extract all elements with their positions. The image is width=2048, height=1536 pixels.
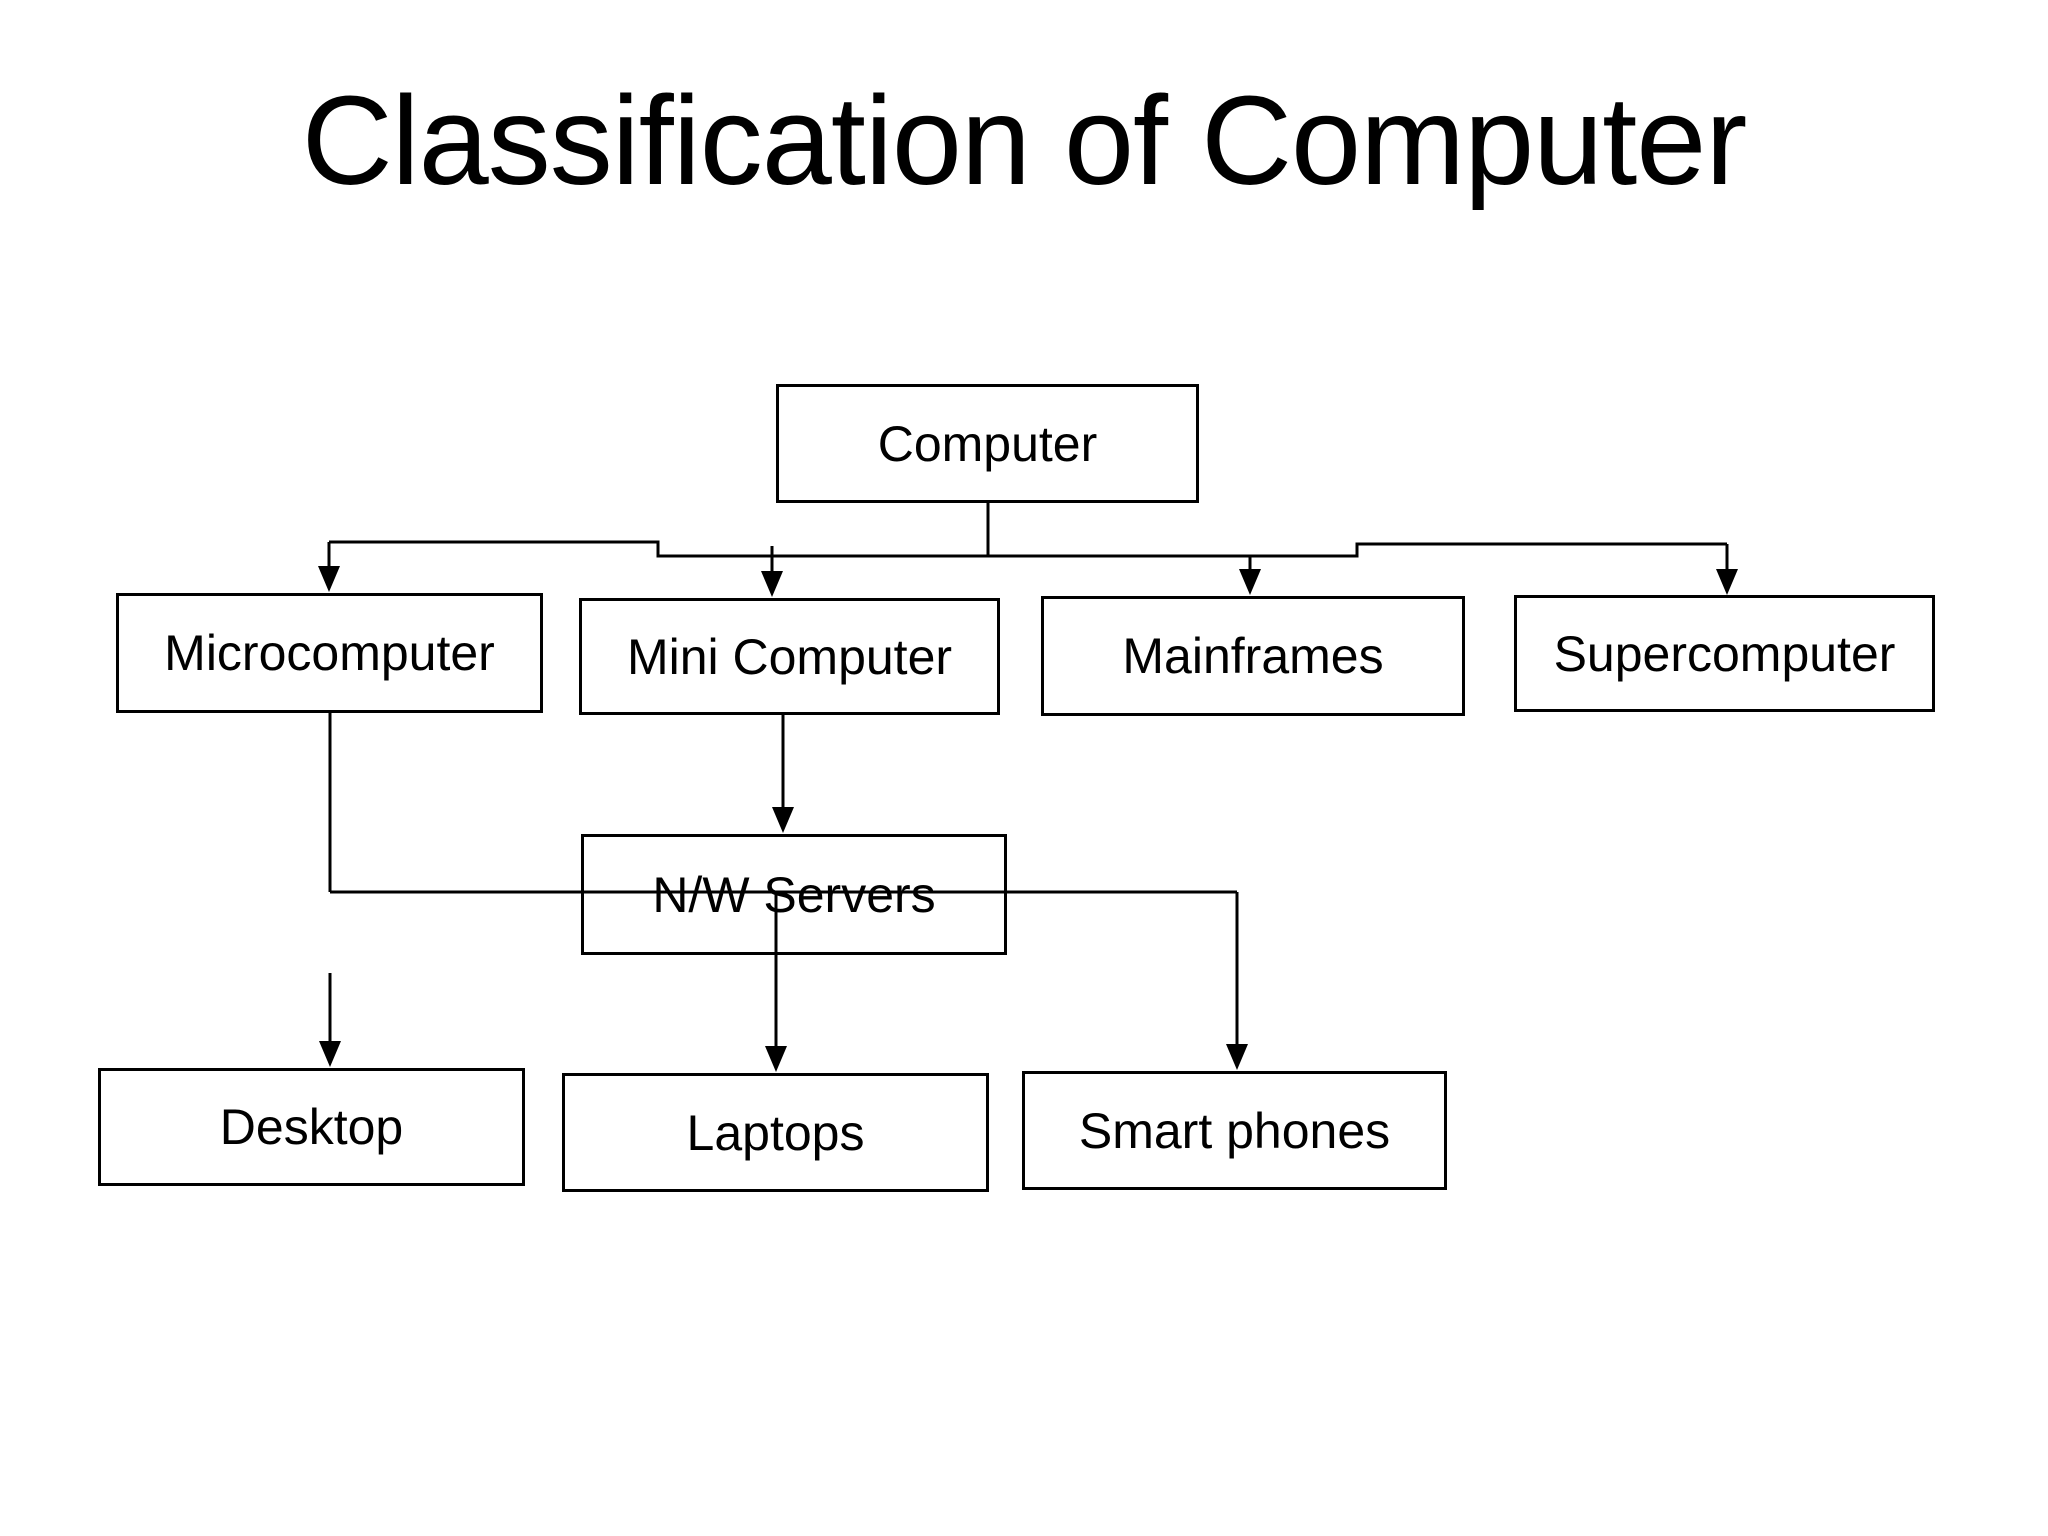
node-mainframes: Mainframes: [1041, 596, 1465, 716]
arrowhead-mini-computer: [761, 571, 783, 597]
node-microcomputer-label: Microcomputer: [164, 625, 495, 681]
arrowhead-nw-servers: [772, 807, 794, 833]
node-mainframes-label: Mainframes: [1122, 628, 1384, 684]
arrowhead-microcomputer: [318, 566, 340, 592]
node-mini-computer-label: Mini Computer: [626, 628, 953, 685]
node-nw-servers-label: N/W Servers: [652, 866, 936, 923]
node-smart-phones: Smart phones: [1022, 1071, 1447, 1190]
node-supercomputer-label: Supercomputer: [1553, 625, 1896, 682]
arrowhead-desktop: [319, 1041, 341, 1067]
node-desktop-label: Desktop: [219, 1099, 404, 1155]
node-computer: Computer: [776, 384, 1199, 503]
node-laptops-label: Laptops: [686, 1104, 865, 1161]
node-desktop: Desktop: [98, 1068, 525, 1186]
node-smart-phones-label: Smart phones: [1078, 1102, 1391, 1159]
slide-title: Classification of Computer: [301, 70, 1748, 211]
node-computer-label: Computer: [877, 415, 1098, 472]
arrowhead-supercomputer: [1716, 569, 1738, 595]
arrowhead-laptops: [765, 1046, 787, 1072]
arrowhead-mainframes: [1239, 569, 1261, 595]
node-nw-servers: N/W Servers: [581, 834, 1007, 955]
node-laptops: Laptops: [562, 1073, 989, 1192]
arrowhead-smart-phones: [1226, 1044, 1248, 1070]
node-mini-computer: Mini Computer: [579, 598, 1000, 715]
node-microcomputer: Microcomputer: [116, 593, 543, 713]
edge-top-bus: [329, 540, 1727, 558]
node-supercomputer: Supercomputer: [1514, 595, 1935, 712]
